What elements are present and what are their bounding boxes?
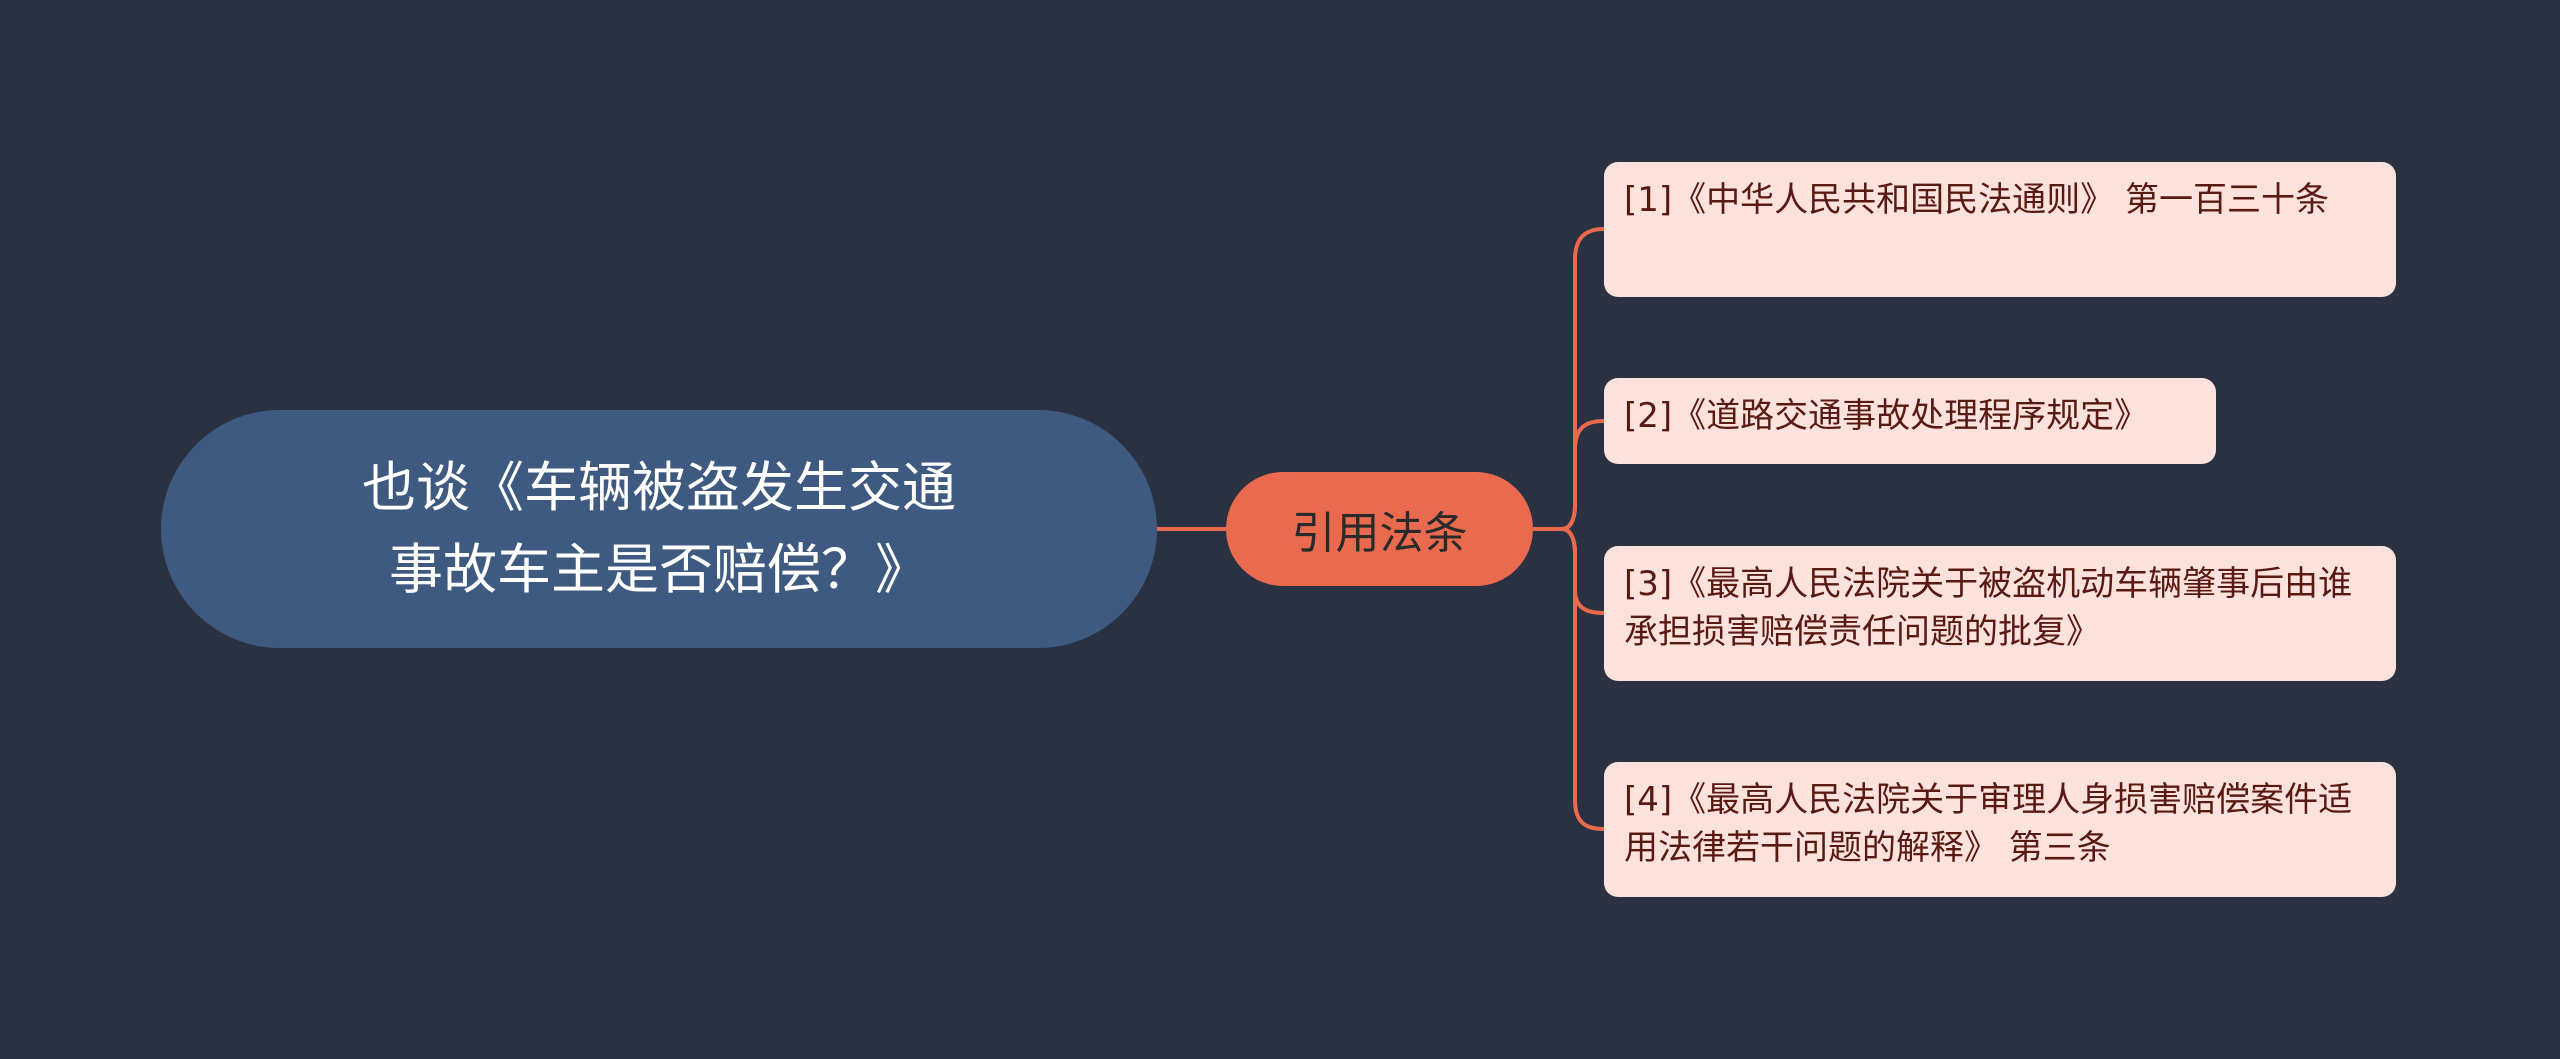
leaf-topic-1[interactable]: [1]《中华人民共和国民法通则》 第一百三十条 (1604, 162, 2396, 297)
root-topic-line-1: 也谈《车辆被盗发生交通 (362, 456, 956, 519)
root-topic-line-2: 事故车主是否赔偿？》 (389, 538, 929, 601)
connector-leaf-3 (1561, 527, 1605, 615)
connector-leaf-2 (1561, 419, 1605, 531)
connector-leaf-1 (1561, 227, 1605, 531)
branch-topic-label: 引用法条 (1291, 508, 1468, 559)
connector-leaf-4 (1561, 527, 1605, 831)
leaf-topic-4[interactable]: [4]《最高人民法院关于审理人身损害赔偿案件适用法律若干问题的解释》 第三条 (1604, 762, 2396, 897)
branch-topic[interactable]: 引用法条 (1226, 472, 1533, 586)
leaf-topic-3[interactable]: [3]《最高人民法院关于被盗机动车辆肇事后由谁承担损害赔偿责任问题的批复》 (1604, 546, 2396, 681)
root-topic-text: 也谈《车辆被盗发生交通 事故车主是否赔偿？》 (362, 447, 956, 611)
leaf-topic-2[interactable]: [2]《道路交通事故处理程序规定》 (1604, 378, 2216, 464)
root-topic[interactable]: 也谈《车辆被盗发生交通 事故车主是否赔偿？》 (161, 410, 1157, 648)
